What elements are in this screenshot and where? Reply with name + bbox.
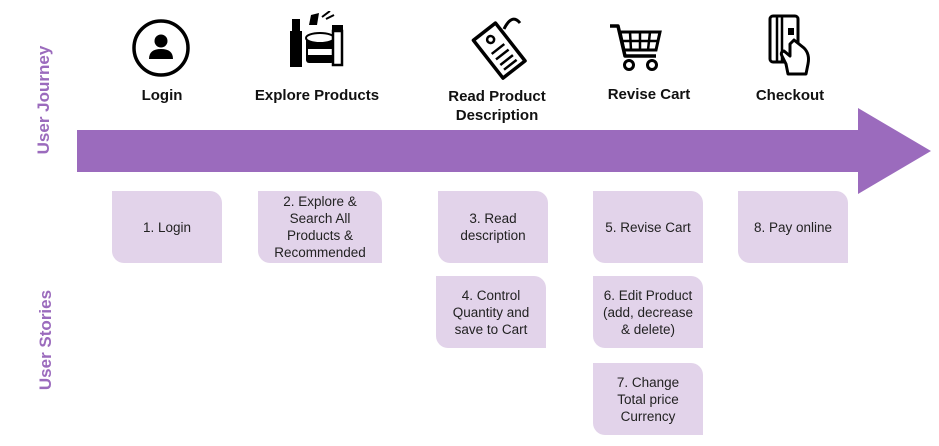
story-card-read-description: 3. Read description xyxy=(438,191,548,263)
stage-title-read-line2: Description xyxy=(455,107,539,124)
credit-card-icon xyxy=(768,14,810,76)
cosmetics-icon xyxy=(290,11,344,67)
stage-title-explore: Explore Products xyxy=(254,87,380,104)
story-card-edit-product: 6. Edit Product (add, decrease & delete) xyxy=(593,276,703,348)
stage-title-checkout: Checkout xyxy=(755,87,825,104)
user-icon xyxy=(132,19,190,77)
story-card-explore: 2. Explore & Search All Products & Recom… xyxy=(258,191,382,263)
price-tag-icon xyxy=(471,17,527,80)
stage-title-login: Login xyxy=(141,87,183,104)
shopping-cart-icon xyxy=(610,24,662,71)
story-card-revise-cart: 5. Revise Cart xyxy=(593,191,703,263)
story-card-pay-online: 8. Pay online xyxy=(738,191,848,263)
stage-title-read-line1: Read Product xyxy=(448,88,546,105)
stage-title-read-description: Read Product Description xyxy=(427,87,567,125)
story-card-login: 1. Login xyxy=(112,191,222,263)
story-card-control-quantity: 4. Control Quantity and save to Cart xyxy=(436,276,546,348)
stage-title-revise-cart: Revise Cart xyxy=(607,86,691,103)
story-card-change-currency: 7. Change Total price Currency xyxy=(593,363,703,435)
